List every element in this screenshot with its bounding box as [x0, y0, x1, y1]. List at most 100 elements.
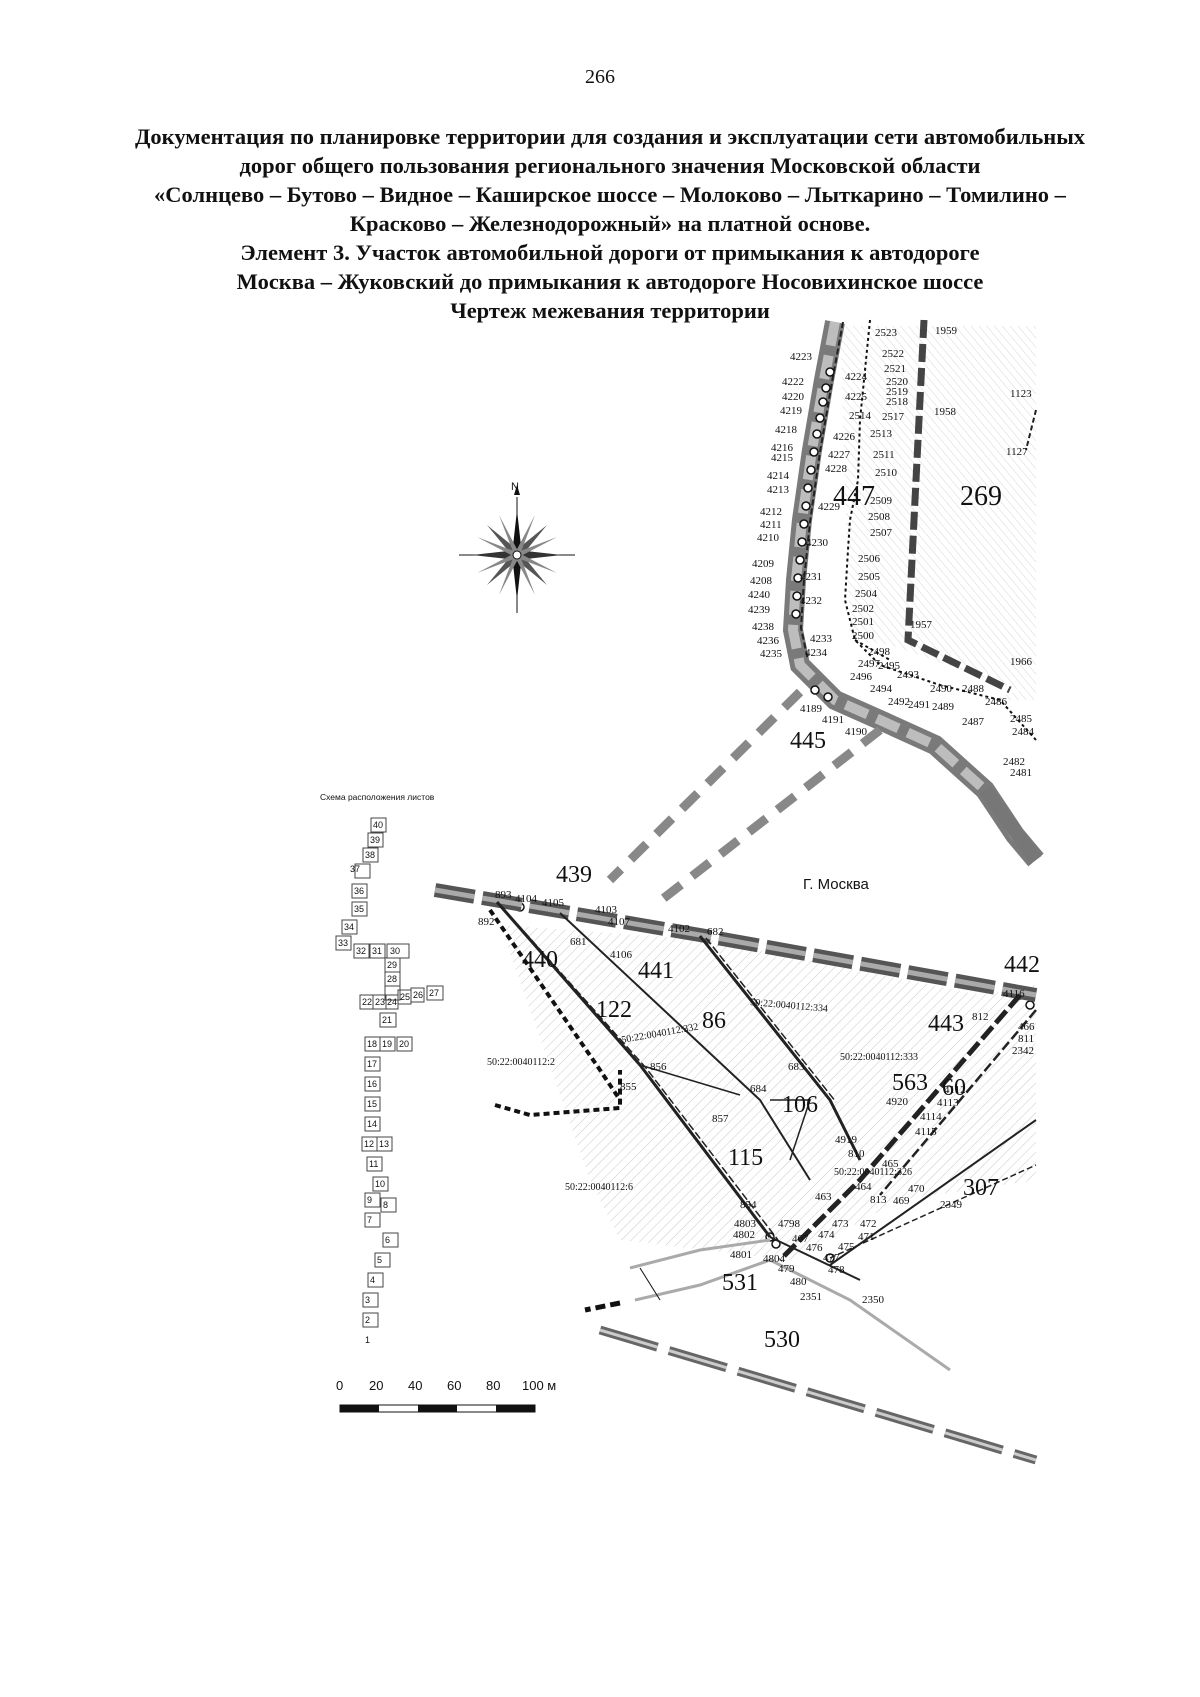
- svg-text:4231: 4231: [800, 571, 822, 583]
- svg-text:8: 8: [383, 1200, 388, 1210]
- svg-text:2517: 2517: [882, 411, 905, 423]
- svg-text:4212: 4212: [760, 506, 782, 518]
- point-labels-middle: 683 684 855 856 857 854 4919 810 465 464…: [620, 988, 1035, 1211]
- svg-text:4218: 4218: [775, 424, 798, 436]
- svg-text:447: 447: [833, 481, 875, 512]
- svg-text:2491: 2491: [908, 699, 930, 711]
- svg-text:4233: 4233: [810, 633, 833, 645]
- city-label: Г. Москва: [803, 876, 869, 893]
- svg-text:4208: 4208: [750, 575, 773, 587]
- svg-text:20: 20: [399, 1039, 409, 1049]
- page-number: 266: [585, 66, 615, 88]
- svg-text:2502: 2502: [852, 603, 874, 615]
- triangle-top-road: [433, 883, 1038, 1002]
- compass-rose-icon: [459, 485, 575, 613]
- svg-text:60: 60: [447, 1378, 461, 1393]
- svg-text:13: 13: [379, 1139, 389, 1149]
- parcel-shading: [500, 326, 1036, 1260]
- svg-text:307: 307: [963, 1175, 999, 1201]
- svg-text:2349: 2349: [940, 1199, 963, 1211]
- svg-text:4798: 4798: [778, 1218, 801, 1230]
- svg-text:2519: 2519: [886, 386, 909, 398]
- svg-text:2522: 2522: [882, 348, 904, 360]
- svg-text:2: 2: [365, 1315, 370, 1325]
- svg-text:115: 115: [728, 1145, 763, 1171]
- point-labels-bottom: 4803 4798 4802 4801 4804 467 474 476 473…: [730, 1218, 885, 1306]
- svg-text:4234: 4234: [805, 647, 828, 659]
- svg-text:21: 21: [382, 1015, 392, 1025]
- svg-text:2494: 2494: [870, 683, 893, 695]
- svg-text:563: 563: [892, 1070, 928, 1096]
- svg-text:2482: 2482: [1003, 756, 1025, 768]
- svg-text:15: 15: [367, 1099, 377, 1109]
- svg-text:445: 445: [790, 728, 826, 754]
- svg-text:4191: 4191: [822, 714, 844, 726]
- svg-text:2521: 2521: [884, 363, 906, 375]
- svg-text:466: 466: [1018, 1021, 1035, 1033]
- svg-text:4224: 4224: [845, 371, 868, 383]
- svg-text:26: 26: [413, 990, 423, 1000]
- svg-text:4106: 4106: [610, 949, 633, 961]
- title-line: Элемент 3. Участок автомобильной дороги …: [240, 240, 980, 265]
- svg-text:4214: 4214: [767, 470, 790, 482]
- svg-text:2514: 2514: [849, 410, 872, 422]
- svg-text:855: 855: [620, 1081, 637, 1093]
- svg-text:472: 472: [860, 1218, 877, 1230]
- svg-text:4: 4: [370, 1275, 375, 1285]
- svg-text:2518: 2518: [886, 396, 909, 408]
- svg-text:2495: 2495: [878, 660, 901, 672]
- svg-text:27: 27: [429, 988, 439, 998]
- svg-text:4222: 4222: [782, 376, 804, 388]
- svg-text:10: 10: [375, 1179, 385, 1189]
- point-labels-junction: 893 4104 4105 4103 4107 4102 682 892 681…: [478, 889, 724, 961]
- svg-text:2500: 2500: [852, 630, 875, 642]
- svg-text:4190: 4190: [845, 726, 868, 738]
- svg-text:4801: 4801: [730, 1249, 752, 1261]
- svg-text:2496: 2496: [850, 671, 873, 683]
- svg-text:1123: 1123: [1010, 388, 1032, 400]
- svg-text:4802: 4802: [733, 1229, 755, 1241]
- svg-text:33: 33: [338, 938, 348, 948]
- svg-text:35: 35: [354, 904, 364, 914]
- title-line: Чертеж межевания территории: [450, 298, 770, 323]
- svg-text:2342: 2342: [1012, 1045, 1034, 1057]
- svg-text:2490: 2490: [930, 683, 953, 695]
- svg-text:4226: 4226: [833, 431, 856, 443]
- svg-text:4114: 4114: [920, 1111, 942, 1123]
- svg-text:9: 9: [367, 1195, 372, 1205]
- svg-text:80: 80: [486, 1378, 500, 1393]
- svg-text:50:22:0040112:326: 50:22:0040112:326: [834, 1167, 912, 1178]
- svg-text:4232: 4232: [800, 595, 822, 607]
- svg-text:531: 531: [722, 1270, 758, 1296]
- svg-text:1958: 1958: [934, 406, 957, 418]
- svg-text:2504: 2504: [855, 588, 878, 600]
- svg-text:2486: 2486: [985, 696, 1008, 708]
- svg-text:34: 34: [344, 922, 354, 932]
- svg-text:2484: 2484: [1012, 726, 1035, 738]
- svg-text:465: 465: [882, 1158, 899, 1170]
- svg-text:3: 3: [365, 1295, 370, 1305]
- svg-text:856: 856: [650, 1061, 667, 1073]
- svg-text:4920: 4920: [886, 1096, 909, 1108]
- title-line: Документация по планировке территории дл…: [134, 124, 1086, 149]
- svg-text:29: 29: [387, 960, 397, 970]
- svg-text:37: 37: [350, 864, 360, 874]
- svg-text:22: 22: [362, 997, 372, 1007]
- svg-text:682: 682: [707, 926, 724, 938]
- svg-text:7: 7: [367, 1215, 372, 1225]
- svg-text:893: 893: [495, 889, 512, 901]
- svg-text:2492: 2492: [888, 696, 910, 708]
- right-boundary: [904, 319, 1037, 694]
- svg-text:810: 810: [848, 1148, 865, 1160]
- svg-text:40: 40: [373, 820, 383, 830]
- svg-text:4230: 4230: [806, 537, 829, 549]
- svg-text:440: 440: [522, 947, 558, 973]
- svg-text:4211: 4211: [760, 519, 782, 531]
- svg-text:854: 854: [740, 1199, 757, 1211]
- svg-text:4113: 4113: [937, 1097, 959, 1109]
- scale-bar: [339, 1404, 536, 1413]
- svg-text:5: 5: [377, 1255, 382, 1265]
- svg-text:442: 442: [1004, 952, 1040, 978]
- title-line: Красково – Железнодорожный» на платной о…: [349, 211, 871, 236]
- svg-text:50:22:0040112:6: 50:22:0040112:6: [565, 1182, 633, 1193]
